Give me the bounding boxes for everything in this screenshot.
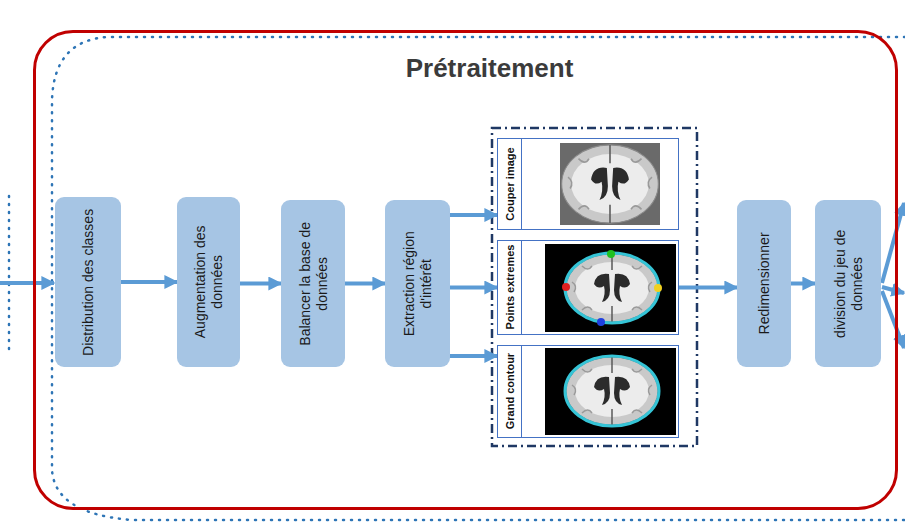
flow-arrow [121,280,177,284]
process-box: Distribution des classes [55,197,121,367]
flow-arrow [240,282,281,286]
outgoing-arrow [882,203,904,283]
flow-arrow [450,286,497,290]
panel-label: Grand contour [504,349,516,433]
image-panel: Couper image [497,138,679,230]
contour-brain-image [545,348,676,435]
flow-arrow [450,213,497,217]
box-label: Augmentation des données [192,202,226,362]
cropped-brain-image [560,143,660,225]
process-box: Balancer la base de données [281,200,345,367]
image-panel: Grand contour [497,345,679,438]
dotted-frame [52,37,905,520]
box-label: division du jeu de données [831,205,865,362]
box-label: Extraction région d'intérêt [401,205,435,362]
box-label: Balancer la base de données [296,205,330,362]
flow-arrow [791,282,815,286]
process-box: Extraction région d'intérêt [385,200,450,367]
box-label: Redimensionner [756,205,773,362]
outgoing-arrow [882,287,904,293]
group-box [492,128,697,446]
process-box: division du jeu de données [815,200,881,367]
stage-frame: PrétraitementDistribution des classes Aug… [33,30,898,510]
panel-label-strip: Couper image [498,139,522,229]
panel-label: Couper image [504,142,516,225]
incoming-arrow [0,281,54,285]
process-box: Augmentation des données [177,197,240,367]
flow-arrow [679,286,737,290]
section-title: Prétraitement [36,53,895,84]
image-panel: Points extremes [497,240,679,335]
panel-label: Points extremes [504,244,516,330]
box-label: Distribution des classes [80,202,97,362]
outgoing-arrow [882,291,904,348]
flow-arrow [450,354,497,358]
flow-arrow [345,282,385,286]
panel-label-strip: Points extremes [498,241,522,334]
dotted-line [8,196,11,356]
extreme-points-image [545,244,676,332]
process-box: Redimensionner [737,200,791,367]
panel-label-strip: Grand contour [498,346,522,437]
